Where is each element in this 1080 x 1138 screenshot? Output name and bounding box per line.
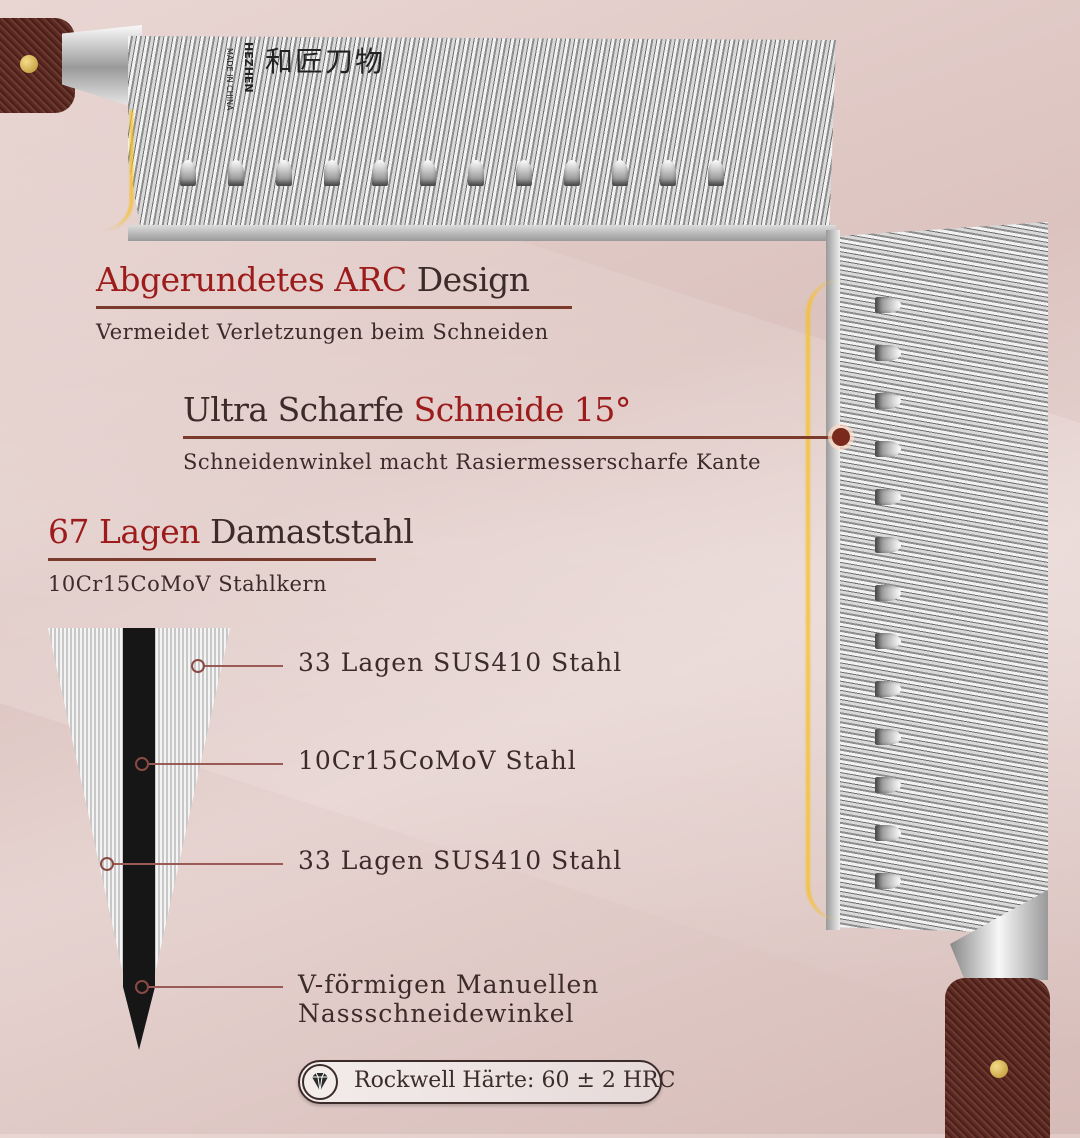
origin-mark: MADE IN CHINA [225,48,234,111]
heading-prefix: Ultra Scharfe [183,390,414,429]
edge-label-line2: Nassschneidewinkel [298,999,575,1028]
layer-marker [135,757,149,771]
layer-label-core: 10Cr15CoMoV Stahl [298,746,577,775]
layer-label-edge: V-förmigen Manuellen Nassschneidewinkel [298,970,599,1028]
diamond-icon [302,1064,338,1100]
heading-rest: Design [406,260,530,299]
divider [96,306,572,309]
hardness-badge: Rockwell Härte: 60 ± 2 HRC [298,1060,675,1104]
feature-layers-heading: 67 Lagen Damaststahl [48,512,414,551]
feature-layers-subtitle: 10Cr15CoMoV Stahlkern [48,572,328,596]
kanji-logo: 和匠刀物 [265,45,386,78]
layer-label-outer-2: 33 Lagen SUS410 Stahl [298,846,623,875]
edge-label-line1: V-förmigen Manuellen [298,970,600,999]
layer-label-outer-1: 33 Lagen SUS410 Stahl [298,648,623,677]
leader-line [114,863,283,865]
heading-highlight: Abgerundetes ARC [96,260,407,299]
brand-logo: HEZHEN [242,42,255,93]
divider-pointer [183,436,833,439]
pointer-dot [832,428,850,446]
leader-line [149,986,283,988]
leader-line [149,763,283,765]
layer-marker [191,659,205,673]
feature-arc-subtitle: Vermeidet Verletzungen beim Schneiden [96,320,549,344]
feature-edge-heading: Ultra Scharfe Schneide 15° [183,390,631,429]
feature-arc-heading: Abgerundetes ARC Design [96,260,530,299]
hardness-label: Rockwell Härte: 60 ± 2 HRC [354,1068,676,1093]
divider [48,558,376,561]
layer-marker [100,857,114,871]
heading-rest: Damaststahl [199,512,414,551]
layer-marker [135,980,149,994]
heading-highlight: Schneide 15° [413,390,632,429]
leader-line [205,665,283,667]
heading-highlight: 67 Lagen [48,512,200,551]
feature-edge-subtitle: Schneidenwinkel macht Rasiermesserscharf… [183,450,762,474]
